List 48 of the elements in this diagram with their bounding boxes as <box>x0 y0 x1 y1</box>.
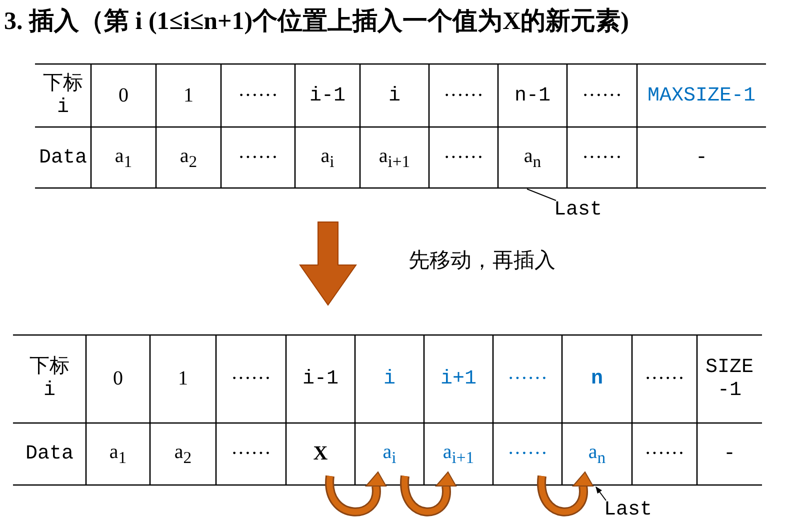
data-value: - <box>724 442 736 466</box>
row-header: Data <box>39 146 87 169</box>
data-value: a$_{i+1}$ <box>378 144 410 171</box>
data-value: a$_{1}$ <box>114 144 132 171</box>
data-value: a$_{2}$ <box>180 144 198 171</box>
index-label: i <box>388 84 400 107</box>
index-label: ······ <box>582 84 622 107</box>
index-label: ······ <box>508 368 548 390</box>
index-label: 0 <box>113 368 123 390</box>
index-label: ······ <box>444 84 484 107</box>
data-value: a$_{2}$ <box>174 440 192 468</box>
data-value: ······ <box>582 146 622 169</box>
data-value: a$_{i+1}$ <box>442 440 474 468</box>
data-value: a$_{n}$ <box>588 440 606 468</box>
data-value: ······ <box>231 442 271 466</box>
index-label: 0 <box>118 84 128 107</box>
index-label: n <box>591 368 603 390</box>
leader-line <box>526 188 556 201</box>
leader-line <box>596 486 606 501</box>
row-header: 下标 i <box>42 72 84 118</box>
pointer-label: Last <box>554 198 602 222</box>
index-label: MAXSIZE-1 <box>647 84 756 107</box>
index-label: n-1 <box>514 84 550 107</box>
data-value: ······ <box>508 442 548 466</box>
index-label: i <box>384 368 396 390</box>
heading: 3. 插入（第 i (1≤i≤n+1)个位置上插入一个值为X的新元素) <box>4 6 630 37</box>
data-value: a$_{i}$ <box>382 440 396 468</box>
data-value: a$_{i}$ <box>320 144 334 171</box>
data-value: - <box>696 146 708 169</box>
data-value: X <box>313 442 328 466</box>
index-label: 1 <box>178 368 188 390</box>
row-header: 下标 i <box>28 356 70 402</box>
step-note: 先移动，再插入 <box>408 248 556 272</box>
index-label: SIZE -1 <box>704 356 754 402</box>
index-label: ······ <box>238 84 278 107</box>
pointer-label: Last <box>604 498 652 522</box>
data-value: ······ <box>444 146 484 169</box>
row-header: Data <box>26 442 74 466</box>
data-value: ······ <box>238 146 278 169</box>
index-label: i+1 <box>440 368 476 390</box>
data-value: ······ <box>644 442 684 466</box>
index-label: i-1 <box>310 84 346 107</box>
index-label: i-1 <box>302 368 338 390</box>
data-value: a$_{n}$ <box>524 144 542 171</box>
index-label: ······ <box>644 368 684 390</box>
index-label: ······ <box>231 368 271 390</box>
data-value: a$_{1}$ <box>109 440 127 468</box>
index-label: 1 <box>184 84 194 107</box>
